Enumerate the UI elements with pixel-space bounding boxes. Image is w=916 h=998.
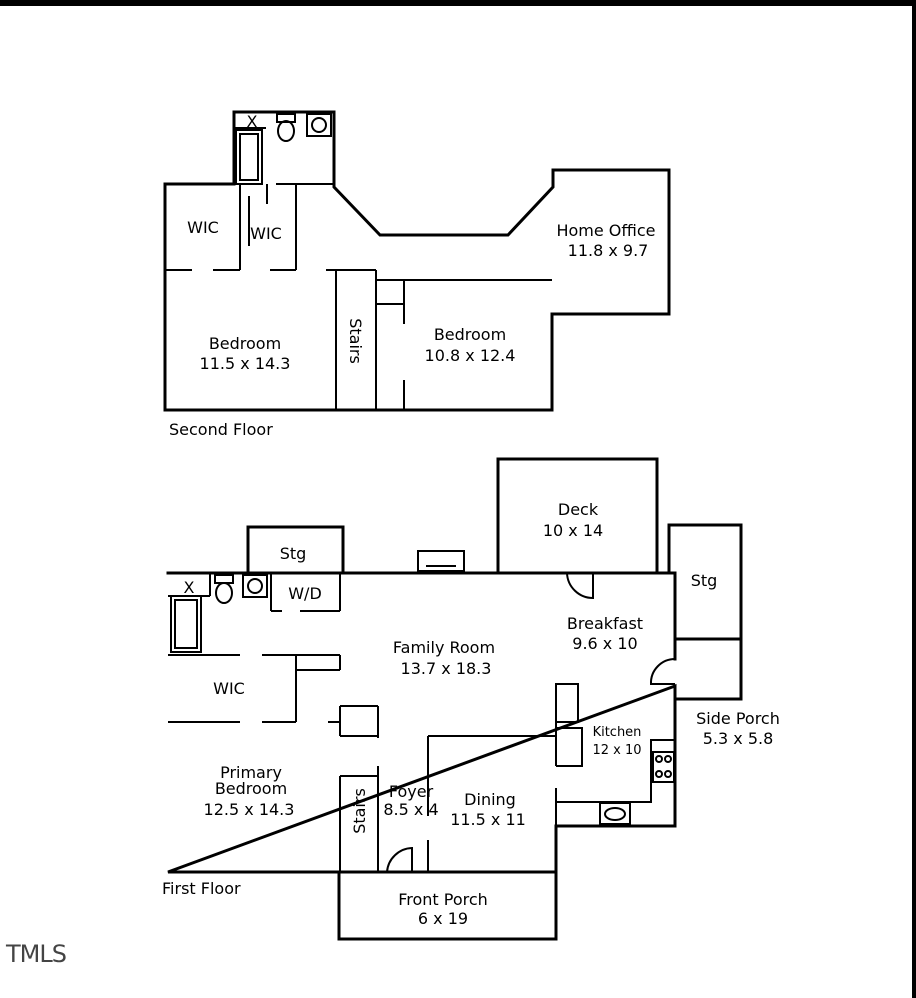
primary-bedroom-line2: Bedroom (215, 779, 287, 798)
primary-bedroom-line1: Primary (220, 763, 282, 782)
first-bathtub-inner (174, 599, 198, 649)
second-bedroom-left-name: Bedroom (209, 334, 281, 353)
first-bath-sink (242, 574, 268, 598)
first-stairs-label: Stairs (350, 788, 369, 834)
second-bedroom-left-dim: 11.5 x 14.3 (200, 354, 291, 373)
first-wic-label: WIC (213, 679, 245, 698)
front-porch-outline (337, 870, 558, 941)
front-porch-dim: 6 x 19 (418, 909, 468, 928)
second-bedroom-right-dim: 10.8 x 12.4 (425, 346, 516, 365)
deck-door (566, 572, 594, 600)
foyer-name: Foyer (389, 782, 434, 801)
deck-dim: 10 x 14 (543, 521, 603, 540)
primary-bedroom-dim: 12.5 x 14.3 (204, 800, 295, 819)
side-porch-name: Side Porch (696, 709, 780, 728)
second-bathtub-inner (239, 133, 259, 181)
breakfast-dim: 9.6 x 10 (572, 634, 637, 653)
family-room-name: Family Room (393, 638, 495, 657)
first-floor-label: First Floor (162, 879, 241, 898)
wd-label: W/D (288, 584, 322, 603)
side-porch-outline (673, 637, 743, 701)
kitchen-sink (599, 802, 631, 825)
first-closet-x: X (184, 578, 195, 597)
second-toilet-bowl (277, 120, 295, 142)
fireplace (417, 550, 465, 572)
stove (652, 751, 675, 783)
second-floor-plan: X WIC WIC Home Office 11.8 x 9.7 Bedroom… (163, 110, 671, 439)
stove-burner-2 (664, 755, 672, 763)
kitchen-sink-basin (604, 807, 626, 821)
deck-name: Deck (558, 500, 599, 519)
home-office-dim: 11.8 x 9.7 (568, 241, 649, 260)
home-office-name: Home Office (556, 221, 655, 240)
tmls-logo: TMLS (5, 940, 66, 968)
front-door (386, 846, 413, 873)
dining-dim: 11.5 x 11 (450, 810, 526, 829)
second-wic-2: WIC (250, 224, 282, 243)
breakfast-name: Breakfast (567, 614, 643, 633)
side-door (649, 657, 676, 685)
front-porch-name: Front Porch (398, 890, 488, 909)
top-border (0, 0, 916, 6)
storage-right-label: Stg (691, 571, 718, 590)
first-floor-interior-walls (168, 573, 675, 872)
first-bath-sink-basin (247, 578, 263, 594)
second-closet-x: X (247, 112, 258, 131)
second-bathtub (235, 129, 263, 185)
second-sink-basin (311, 117, 327, 133)
kitchen-name: Kitchen (593, 725, 642, 740)
family-room-dim: 13.7 x 18.3 (401, 659, 492, 678)
right-border (912, 0, 916, 998)
first-floor-plan: Stg Stg X W/D Deck 10 x 14 Family Room 1… (162, 457, 780, 941)
first-floor-outer-walls (166, 571, 677, 874)
second-floor-outer-walls (163, 110, 671, 412)
second-bedroom-right-name: Bedroom (434, 325, 506, 344)
second-sink (306, 113, 332, 137)
stove-burner-4 (664, 770, 672, 778)
dining-name: Dining (464, 790, 516, 809)
kitchen-dim: 12 x 10 (592, 743, 641, 758)
first-toilet-bowl (215, 582, 233, 604)
first-toilet-tank (214, 574, 234, 584)
side-porch-dim: 5.3 x 5.8 (703, 729, 774, 748)
stove-burner-1 (655, 755, 663, 763)
deck-outline (496, 457, 659, 575)
second-wic-1: WIC (187, 218, 219, 237)
foyer-dim: 8.5 x 4 (383, 800, 438, 819)
stove-burner-3 (655, 770, 663, 778)
second-stairs-label: Stairs (346, 318, 365, 364)
storage-top-label: Stg (280, 544, 307, 563)
second-floor-label: Second Floor (169, 420, 273, 439)
